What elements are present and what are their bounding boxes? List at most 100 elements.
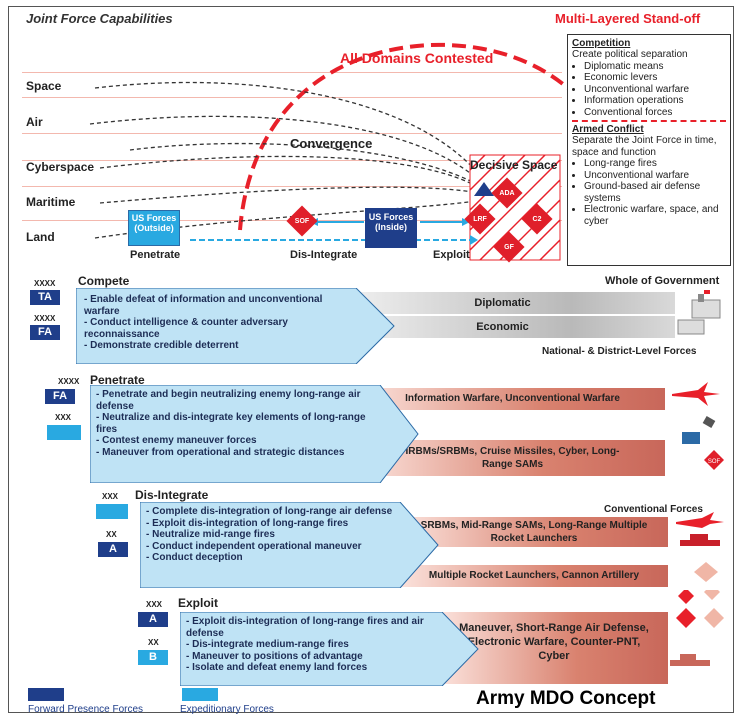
section-disintegrate: Dis-Integrate <box>135 488 209 502</box>
conventional-icons <box>676 512 724 582</box>
band-srbms: SRBMs, Mid-Range SAMs, Long-Range Multip… <box>400 517 668 547</box>
competition-title: Competition <box>572 38 631 49</box>
compete-bullet: - Conduct intelligence & counter adversa… <box>84 317 288 340</box>
exploit-bullet: - Maneuver to positions of advantage <box>186 650 363 662</box>
band-economic: Economic <box>330 316 675 338</box>
domain-land: Land <box>26 230 55 244</box>
penetrate-bullet: - Contest enemy maneuver forces <box>96 435 257 446</box>
section-exploit: Exploit <box>178 596 219 610</box>
competition-sub: Create political separation <box>572 49 688 60</box>
phase-penetrate: Penetrate <box>130 249 181 261</box>
exploit-arrow <box>180 612 479 686</box>
echelon-xxx: XXX <box>55 413 72 422</box>
c2-label: C2 <box>532 216 542 223</box>
disintegrate-bullet: - Complete dis-integration of long-range… <box>146 506 393 517</box>
blue-arrowhead <box>470 235 478 245</box>
penetrate-bullets: - Penetrate and begin neutralizing enemy… <box>96 389 376 458</box>
us-forces-inside: US Forces (Inside) <box>365 208 417 248</box>
conflict-list: Long-range fires Unconventional warfare … <box>572 158 726 227</box>
penetrate-bullet: - Penetrate and begin neutralizing enemy… <box>96 389 361 412</box>
domain-space: Space <box>26 79 62 93</box>
conflict-item: Unconventional warfare <box>584 170 726 182</box>
sof-label: SOF <box>294 218 310 225</box>
domain-cyberspace: Cyberspace <box>26 160 95 174</box>
compete-bullet: - Enable defeat of information and uncon… <box>84 294 323 317</box>
penetrate-bullet: - Neutralize and dis-integrate key eleme… <box>96 412 366 435</box>
us-forces-outside: US Forces (Outside) <box>128 210 180 246</box>
domain-air: Air <box>26 115 43 129</box>
band-rocket-launchers: Multiple Rocket Launchers, Cannon Artill… <box>400 565 668 587</box>
compete-bullet: - Demonstrate credible deterrent <box>84 340 239 351</box>
building-icon <box>677 290 721 335</box>
echelon-xxxx: XXXX <box>58 377 80 386</box>
tag-b: B <box>138 650 168 665</box>
tag-fa: FA <box>30 325 60 340</box>
competition-item: Diplomatic means <box>584 61 726 73</box>
phase-exploit: Exploit <box>433 249 470 261</box>
band-information-warfare: Information Warfare, Unconventional Warf… <box>360 388 665 410</box>
legend-forward-label: Forward Presence Forces <box>28 704 144 715</box>
exploit-icons <box>670 590 724 666</box>
conventional-forces: Conventional Forces <box>604 504 703 515</box>
contested-arc <box>238 42 597 231</box>
domain-line <box>22 186 562 187</box>
exploit-bullets: - Exploit dis-integration of long-range … <box>186 616 451 674</box>
exploit-bullet: - Isolate and defeat enemy land forces <box>186 662 368 673</box>
exploit-bullet: - Exploit dis-integration of long-range … <box>186 616 424 639</box>
legend-expeditionary-label: Expeditionary Forces <box>180 704 274 715</box>
separator <box>572 120 726 122</box>
gf-label: GF <box>504 244 514 251</box>
domain-line <box>22 72 562 73</box>
tag-fa: FA <box>45 389 75 404</box>
competition-item: Economic levers <box>584 72 726 84</box>
whole-of-government: Whole of Government <box>605 275 720 287</box>
echelon-xxxx: XXXX <box>34 279 56 288</box>
convergence-label: Convergence <box>290 136 373 151</box>
legend-expeditionary-swatch <box>182 688 218 701</box>
disintegrate-bullet: - Conduct deception <box>146 552 243 563</box>
domain-maritime: Maritime <box>26 195 76 209</box>
expeditionary-tag <box>96 504 128 519</box>
tag-ta: TA <box>30 290 60 305</box>
ada-label: ADA <box>499 190 515 197</box>
echelon-xxxx: XXXX <box>34 314 56 323</box>
lrf-label: LRF <box>473 216 487 223</box>
echelon-xx: XX <box>106 530 117 539</box>
disintegrate-bullet: - Neutralize mid-range fires <box>146 529 275 540</box>
disintegrate-arrow <box>140 502 439 588</box>
sof-icon-label: SOF <box>708 459 721 465</box>
legend-forward-swatch <box>28 688 64 701</box>
tag-a: A <box>138 612 168 627</box>
navy-marker <box>474 182 494 196</box>
conflict-sub: Separate the Joint Force in time, space … <box>572 135 717 158</box>
phase-disintegrate: Dis-Integrate <box>290 249 358 261</box>
convergence-graphic <box>89 42 597 261</box>
echelon-xxx: XXX <box>146 600 163 609</box>
standoff-side-box: Competition Create political separation … <box>567 34 731 266</box>
conflict-item: Long-range fires <box>584 158 726 170</box>
diagram-title: Joint Force Capabilities <box>26 11 173 26</box>
national-forces: National- & District-Level Forces <box>542 346 697 357</box>
aircraft-icon: SOF <box>672 382 724 470</box>
disintegrate-bullet: - Exploit dis-integration of long-range … <box>146 517 349 529</box>
domain-line <box>22 133 562 134</box>
expeditionary-tag <box>47 425 81 440</box>
compete-arrow <box>76 288 395 364</box>
echelon-xxx: XXX <box>102 492 119 501</box>
competition-item: Unconventional warfare <box>584 84 726 96</box>
diagram-frame <box>8 6 734 713</box>
standoff-title: Multi-Layered Stand-off <box>555 11 701 26</box>
conflict-item: Electronic warfare, space, and cyber <box>584 204 726 227</box>
section-compete: Compete <box>78 274 130 288</box>
disintegrate-bullet: - Conduct independent operational maneuv… <box>146 540 362 552</box>
compete-bullets: - Enable defeat of information and uncon… <box>84 294 354 352</box>
conflict-title: Armed Conflict <box>572 124 644 135</box>
competition-list: Diplomatic means Economic levers Unconve… <box>572 61 726 119</box>
disintegrate-bullets: - Complete dis-integration of long-range… <box>146 506 411 564</box>
domain-line <box>22 160 562 161</box>
conflict-item: Ground-based air defense systems <box>584 181 726 204</box>
decisive-space-label: Decisive Space <box>470 158 558 172</box>
tag-a: A <box>98 542 128 557</box>
band-diplomatic: Diplomatic <box>330 292 675 314</box>
competition-item: Conventional forces <box>584 107 726 119</box>
